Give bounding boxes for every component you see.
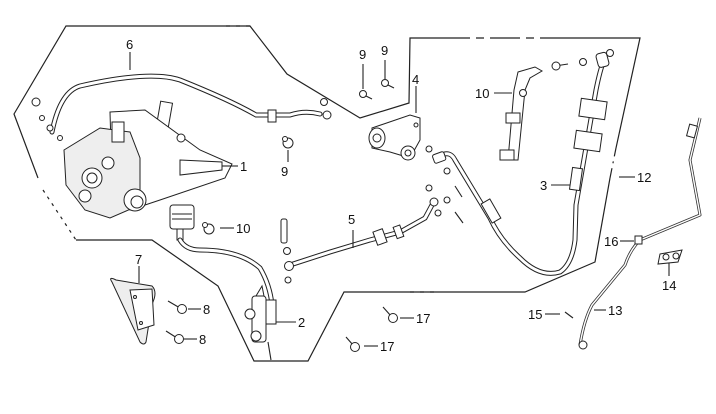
callout-15[interactable]: 14	[662, 278, 676, 293]
part-8-bolt-upper[interactable]	[167, 300, 187, 314]
callout-8-upper[interactable]: 8	[203, 302, 210, 317]
callout-1[interactable]: 1	[240, 159, 247, 174]
part-11-bolt-lower[interactable]	[202, 222, 215, 235]
callout-13[interactable]: 13	[608, 303, 622, 318]
callout-17-upper[interactable]: 17	[416, 311, 430, 326]
part-15-clamp[interactable]	[657, 249, 683, 265]
part-17-bolt-lower[interactable]	[345, 336, 360, 352]
washers[interactable]	[425, 145, 451, 204]
part-17-bolt-upper[interactable]	[382, 306, 398, 323]
part-7-heel-guard[interactable]	[110, 277, 156, 345]
part-5-brake-hose[interactable]	[280, 184, 442, 284]
callout-7[interactable]: 7	[135, 252, 142, 267]
part-9-screw-right[interactable]	[381, 79, 395, 89]
callout-16[interactable]: 16	[604, 234, 618, 249]
part-14-pin[interactable]	[564, 311, 574, 319]
callout-5[interactable]: 5	[348, 212, 355, 227]
callout-17-lower[interactable]: 17	[380, 339, 394, 354]
callout-6[interactable]: 6	[126, 37, 133, 52]
callout-9-right[interactable]: 9	[381, 43, 388, 58]
banjo-bolt-lower[interactable]	[454, 211, 464, 224]
callout-12[interactable]: 12	[637, 170, 651, 185]
part-1-caliper-bracket[interactable]	[63, 109, 233, 219]
part-6-brake-hose[interactable]	[31, 73, 332, 141]
left-group-boundary	[13, 25, 641, 362]
part-9-screw-left[interactable]	[359, 90, 373, 100]
reservoir[interactable]	[169, 204, 195, 241]
part-8-bolt-lower[interactable]	[165, 330, 184, 344]
callout-14[interactable]: 15	[528, 307, 542, 322]
callout-8-lower[interactable]: 8	[199, 332, 206, 347]
callout-11-upper[interactable]: 9	[281, 164, 288, 179]
callout-4[interactable]: 4	[412, 72, 419, 87]
callout-2[interactable]: 2	[298, 315, 305, 330]
callout-3[interactable]: 3	[540, 178, 547, 193]
callout-11-lower[interactable]: 10	[236, 221, 250, 236]
callout-9-left[interactable]: 9	[359, 47, 366, 62]
part-3-brake-hose[interactable]	[432, 49, 614, 276]
leader-lines	[129, 52, 670, 347]
part-4-joint[interactable]	[368, 114, 421, 161]
part-13-brake-pipe[interactable]	[578, 117, 702, 350]
part-2-master-cylinder[interactable]	[177, 237, 277, 361]
part-11-bolt-upper[interactable]	[282, 136, 294, 149]
callout-10[interactable]: 10	[475, 86, 489, 101]
banjo-bolt-upper[interactable]	[454, 185, 463, 198]
part-10-hose-guide[interactable]	[499, 66, 543, 161]
